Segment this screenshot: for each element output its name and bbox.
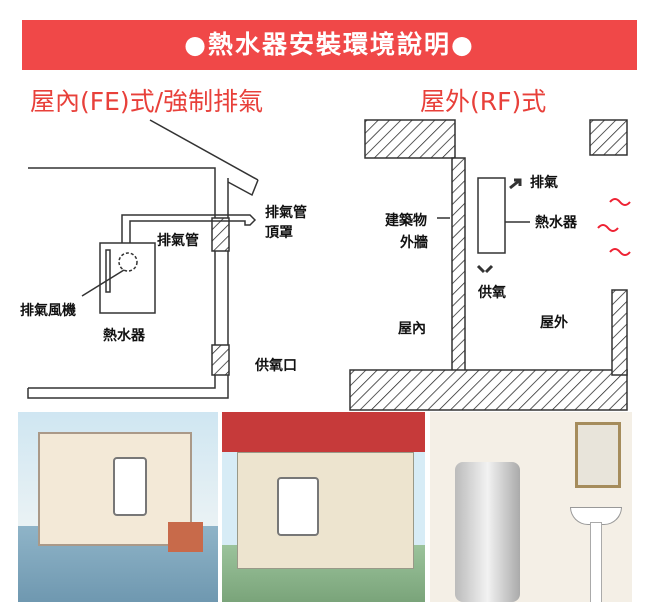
label-wall-2: 外牆 xyxy=(400,235,428,251)
indoor-install-illustration xyxy=(18,412,218,602)
heater-box xyxy=(99,242,156,314)
storage-heater-photo xyxy=(430,412,632,602)
label-air-inlet: 供氧口 xyxy=(255,358,297,374)
exhaust-arrow-icon xyxy=(509,178,522,190)
label-exhaust-cap-1: 排氣管 xyxy=(265,205,307,221)
water-heater-icon xyxy=(277,477,319,536)
label-indoor: 屋內 xyxy=(398,321,426,337)
air-supply-arrow-icon xyxy=(476,264,494,274)
label-air-supply: 供氧 xyxy=(478,285,506,301)
rf-diagram xyxy=(349,119,631,411)
label-heater: 熱水器 xyxy=(103,328,145,344)
outdoor-heater xyxy=(477,177,506,254)
outdoor-install-illustration xyxy=(222,412,425,602)
mirror-icon xyxy=(575,422,621,488)
label-exhaust-fan: 排氣風機 xyxy=(20,303,76,319)
title-banner: ●熱水器安裝環境說明● xyxy=(22,20,637,70)
label-wall-1: 建築物 xyxy=(385,213,427,229)
label-outdoor: 屋外 xyxy=(540,315,568,331)
wall-vent-hatch xyxy=(211,217,230,252)
label-exhaust-cap-2: 頂罩 xyxy=(265,225,293,241)
fe-type-title: 屋內(FE)式/強制排氣 xyxy=(30,87,264,116)
rf-type-title: 屋外(RF)式 xyxy=(420,87,547,116)
fe-diagram xyxy=(27,119,259,399)
air-inlet-hatch xyxy=(211,344,230,376)
label-rf-heater: 熱水器 xyxy=(535,215,577,231)
heat-wave-icons xyxy=(597,198,631,256)
water-heater-icon xyxy=(113,457,147,516)
label-exhaust: 排氣 xyxy=(530,175,558,191)
storage-tank-icon xyxy=(455,462,520,602)
label-exhaust-pipe: 排氣管 xyxy=(157,233,199,249)
exhaust-pipe xyxy=(121,214,257,243)
